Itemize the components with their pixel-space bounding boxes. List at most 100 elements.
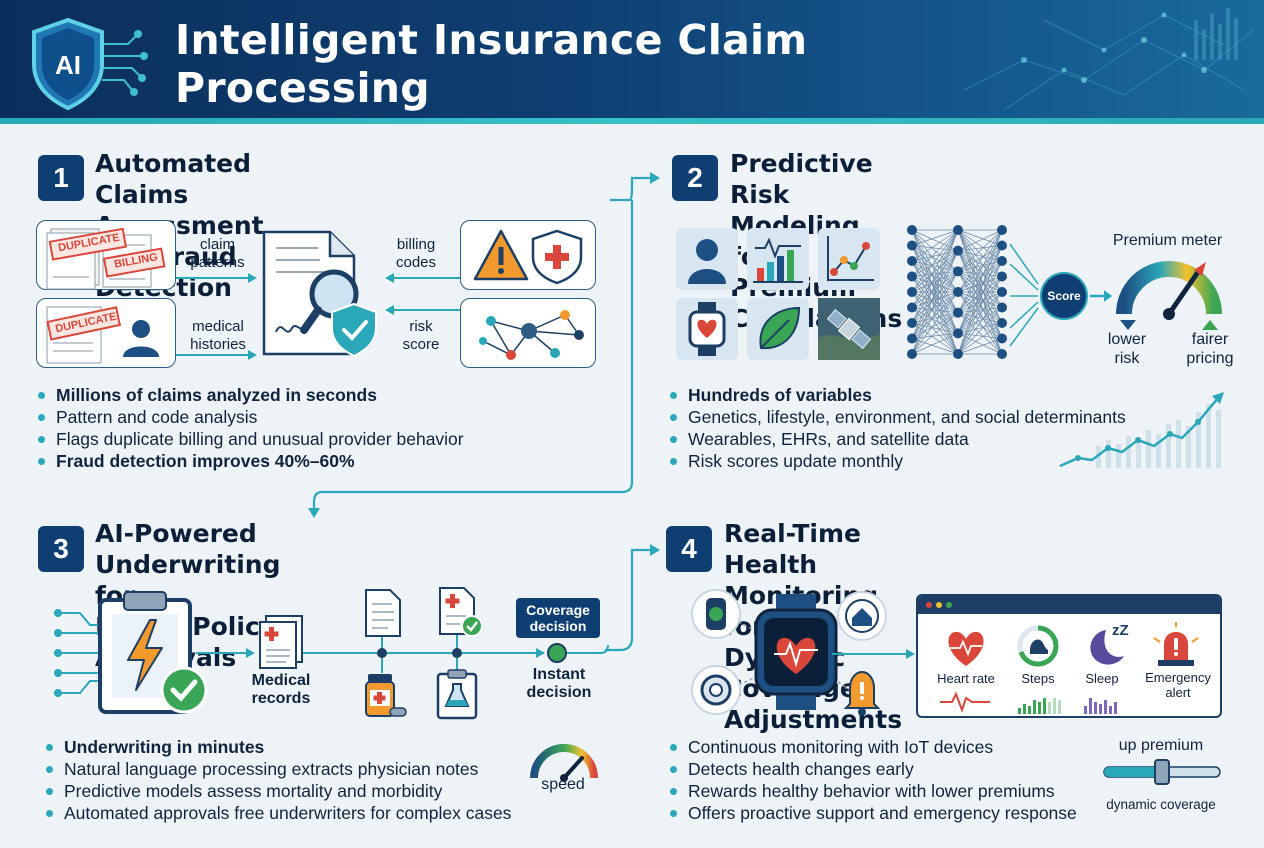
section-number-2: 2 [672,155,718,201]
section-number-3: 3 [38,526,84,572]
label-claim: claim [199,236,235,253]
section-4-bullet: Rewards healthy behavior with lower prem… [668,780,1077,802]
section-number-1: 1 [38,155,84,201]
neural-node-icon [953,225,963,235]
label-lower-risk: lower risk [1096,330,1158,368]
label-codes: codes [395,254,437,271]
section-4-bullet: Offers proactive support and emergency r… [668,802,1077,824]
score-flow-arrows [1009,243,1112,347]
neural-node-icon [953,245,963,256]
clipboard-lightning-icon [98,591,208,714]
lower-risk-arrow-icon [1120,320,1136,330]
document-icon [365,589,401,637]
neural-node-icon [997,256,1007,266]
section-1-bullet: Millions of claims analyzed in seconds [36,384,464,406]
neural-node-icon [997,225,1007,235]
section-4-bullet: Continuous monitoring with IoT devices [668,736,1077,758]
risk-score-card [460,298,596,368]
metric-emergency: Emergency [1145,670,1211,685]
label-histories: histories [190,336,246,353]
label-score: score [402,336,440,353]
warning-medical-shield-icon [473,229,583,285]
underwriting-flow-diagram [54,609,609,697]
environment-tile [747,298,809,360]
neural-node-icon [953,328,963,339]
neural-node-icon [907,225,917,235]
neural-node-icon [907,256,917,266]
monitor-arrow [832,649,915,659]
person-tile [676,228,738,290]
label-records: records [251,690,311,707]
wearable-tile [676,298,738,360]
label-instant-decision: Instant decision [516,666,602,702]
network-decoration-icon [963,8,1255,111]
section-1-bullets: Millions of claims analyzed in seconds P… [36,384,464,472]
label-billing: billing [396,236,436,253]
ai-shield-logo-icon: AI [32,17,148,111]
neural-node-icon [953,349,963,359]
health-dashboard-window: zZ Heart rate Steps Sleep Emergency aler… [916,594,1222,718]
leaf-icon [759,306,801,350]
section-3-bullet: Automated approvals free underwriters fo… [44,802,511,824]
dashboard-metrics-icons [940,622,1199,714]
risk-network-graph-icon [479,310,584,360]
dynamic-coverage-slider [1103,759,1221,785]
coverage-decision-line-1: Coverage [526,602,590,618]
duplicate-patient-document-icon [46,306,159,364]
section-3-bullet: Predictive models assess mortality and m… [44,780,511,802]
window-dot-icon [926,602,932,608]
logo-text: AI [55,50,81,80]
label-dynamic-coverage: dynamic coverage [1106,797,1216,812]
neural-node-icon [907,349,917,359]
coverage-decision-line-2: decision [529,618,587,634]
neural-node-icon [997,271,1007,282]
satellite-icon [818,298,880,360]
neural-node-icon [907,333,917,344]
label-decision: decision [526,684,592,701]
trend-chart-tile [818,228,880,290]
neural-node-icon [997,349,1007,359]
neural-node-icon [907,271,917,282]
score-node: Score [1040,272,1088,320]
label-medical: Medical [251,672,311,689]
section-3-bullet: Natural language processing extracts phy… [44,758,511,780]
label-medical: medical [192,318,244,335]
iot-devices-diagram [691,589,887,716]
section-2-bullet: Wearables, EHRs, and satellite data [668,428,1126,450]
neural-node-icon [907,240,917,251]
label-up-premium: up premium [1118,737,1204,754]
label-pricing: pricing [1186,350,1234,367]
label-risk: risk [1114,350,1140,367]
metric-sleep: Sleep [1085,671,1119,686]
metric-steps: Steps [1021,671,1055,686]
bar-chart-pulse-icon [753,237,803,283]
label-risk: risk [409,318,433,335]
label-speed: speed [541,776,585,793]
label-risk-score: risk score [386,318,456,354]
smartwatch-heart-icon [688,302,726,356]
title-line-1: Intelligent Insurance Claim Processing [175,16,808,112]
header-banner: AI Intelligent Insurance Claim Processin… [0,0,1264,124]
lab-clipboard-icon [436,669,478,720]
metric-emergency-alert: Emergency alert [1140,670,1216,700]
person-icon [688,239,726,284]
window-dot-icon [936,602,942,608]
page-title: Intelligent Insurance Claim Processing a… [175,16,1075,124]
premium-meter-title: Premium meter [1112,232,1223,249]
medical-records-icon [259,615,303,669]
coverage-decision-badge: Coverage decision [516,598,600,638]
neural-node-icon [907,287,917,297]
neural-node-icon [997,318,1007,328]
sleep-zz-glyph: zZ [1112,622,1129,639]
section-3-bullets: Underwriting in minutes Natural language… [44,736,511,824]
pill-bottle-icon [365,674,407,717]
neural-node-icon [997,302,1007,313]
metric-heart-rate: Heart rate [937,671,995,686]
label-fairer-pricing: fairer pricing [1178,330,1242,368]
line-chart-icon [827,236,874,281]
section-1-bullet: Pattern and code analysis [36,406,464,428]
section-number-4: 4 [666,526,712,572]
neural-node-icon [997,240,1007,251]
header-accent-bar [0,118,1264,124]
label-patterns: patterns [190,254,245,271]
